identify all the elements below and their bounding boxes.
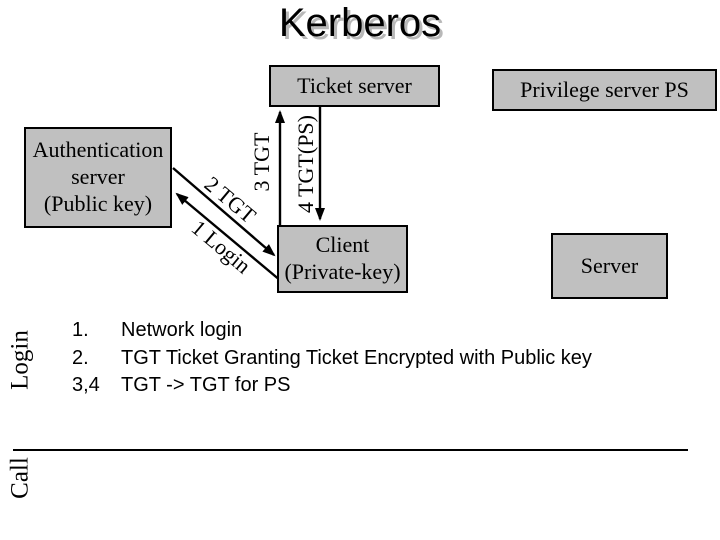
authentication-server-box: Authentication server (Public key) <box>24 127 172 228</box>
page-title: Kerberos <box>278 1 442 45</box>
privilege-server-box: Privilege server PS <box>492 69 717 111</box>
legend-item-text: Network login <box>121 319 243 341</box>
arrow-label-4-tgt-ps: 4 TGT(PS) <box>293 115 318 213</box>
ticket-server-box: Ticket server <box>269 65 440 107</box>
legend-item-text: TGT Ticket Granting Ticket Encrypted wit… <box>121 346 592 369</box>
arrow-1-login-line <box>175 192 282 282</box>
arrow-2-tgt-line <box>172 167 276 257</box>
side-label-call: Call <box>6 457 34 499</box>
legend-item-number: 1. <box>72 319 89 341</box>
client-box: Client (Private-key) <box>277 225 408 293</box>
legend-item-number: 3,4 <box>72 374 100 396</box>
legend-list: 1. Network login 2. TGT Ticket Granting … <box>72 317 592 400</box>
legend-item-text: TGT -> TGT for PS <box>121 374 291 396</box>
server-box: Server <box>551 233 668 299</box>
arrow-label-3-tgt: 3 TGT <box>249 132 274 192</box>
side-label-login: Login <box>6 330 34 390</box>
legend-item-number: 2. <box>72 346 89 369</box>
